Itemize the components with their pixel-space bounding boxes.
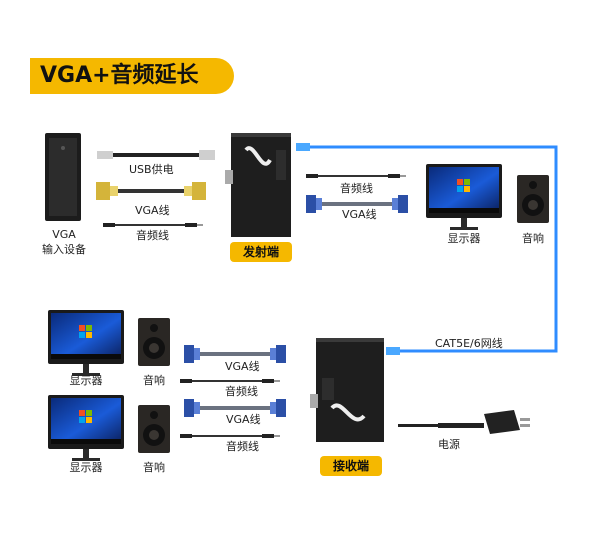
audio-cable-top-right-label: 音频线 <box>340 182 373 195</box>
source-label-line1: VGA <box>52 228 76 241</box>
speaker-top-right-icon <box>517 175 549 223</box>
audio-cable-row1-label: 音频线 <box>225 385 258 398</box>
monitor-top-right-label: 显示器 <box>447 232 481 245</box>
monitor-top-right-icon <box>426 164 502 230</box>
monitor-row2-icon <box>48 395 124 461</box>
audio-cable-row1-icon <box>180 379 280 383</box>
monitor-row1-label: 显示器 <box>69 374 103 387</box>
power-label: 电源 <box>438 438 460 451</box>
transmitter-tag: 发射端 <box>230 242 292 262</box>
audio-cable-left-label: 音频线 <box>136 229 169 242</box>
speaker-row1-label: 音响 <box>143 374 165 387</box>
pc-tower-icon <box>45 133 81 221</box>
speaker-row1-icon <box>138 318 170 366</box>
usb-cable-label: USB供电 <box>129 163 174 176</box>
vga-cable-left-label: VGA线 <box>135 204 170 217</box>
speaker-top-right-label: 音响 <box>522 232 544 245</box>
vga-cable-top-right-label: VGA线 <box>342 208 377 221</box>
audio-cable-left-icon <box>103 223 203 227</box>
usb-cable-icon <box>97 150 215 160</box>
source-label-line2: 输入设备 <box>42 243 86 256</box>
speaker-row2-icon <box>138 405 170 453</box>
power-adapter-icon <box>398 410 530 434</box>
vga-cable-row2-label: VGA线 <box>226 413 261 426</box>
title-banner <box>30 58 234 94</box>
network-cable-icon <box>296 143 558 355</box>
transmitter-device-icon <box>225 133 291 237</box>
page-title: VGA+音频延长 <box>40 63 199 88</box>
audio-cable-row2-icon <box>180 434 280 438</box>
monitor-row1-icon <box>48 310 124 376</box>
monitor-row2-label: 显示器 <box>69 461 103 474</box>
audio-cable-row2-label: 音频线 <box>226 440 259 453</box>
receiver-device-icon <box>310 338 384 442</box>
vga-cable-row1-label: VGA线 <box>225 360 260 373</box>
vga-gold-cable-icon <box>96 182 206 200</box>
audio-cable-top-right-icon <box>306 174 406 178</box>
speaker-row2-label: 音响 <box>143 461 165 474</box>
receiver-tag: 接收端 <box>320 456 382 476</box>
network-cable-label: CAT5E/6网线 <box>435 337 503 350</box>
